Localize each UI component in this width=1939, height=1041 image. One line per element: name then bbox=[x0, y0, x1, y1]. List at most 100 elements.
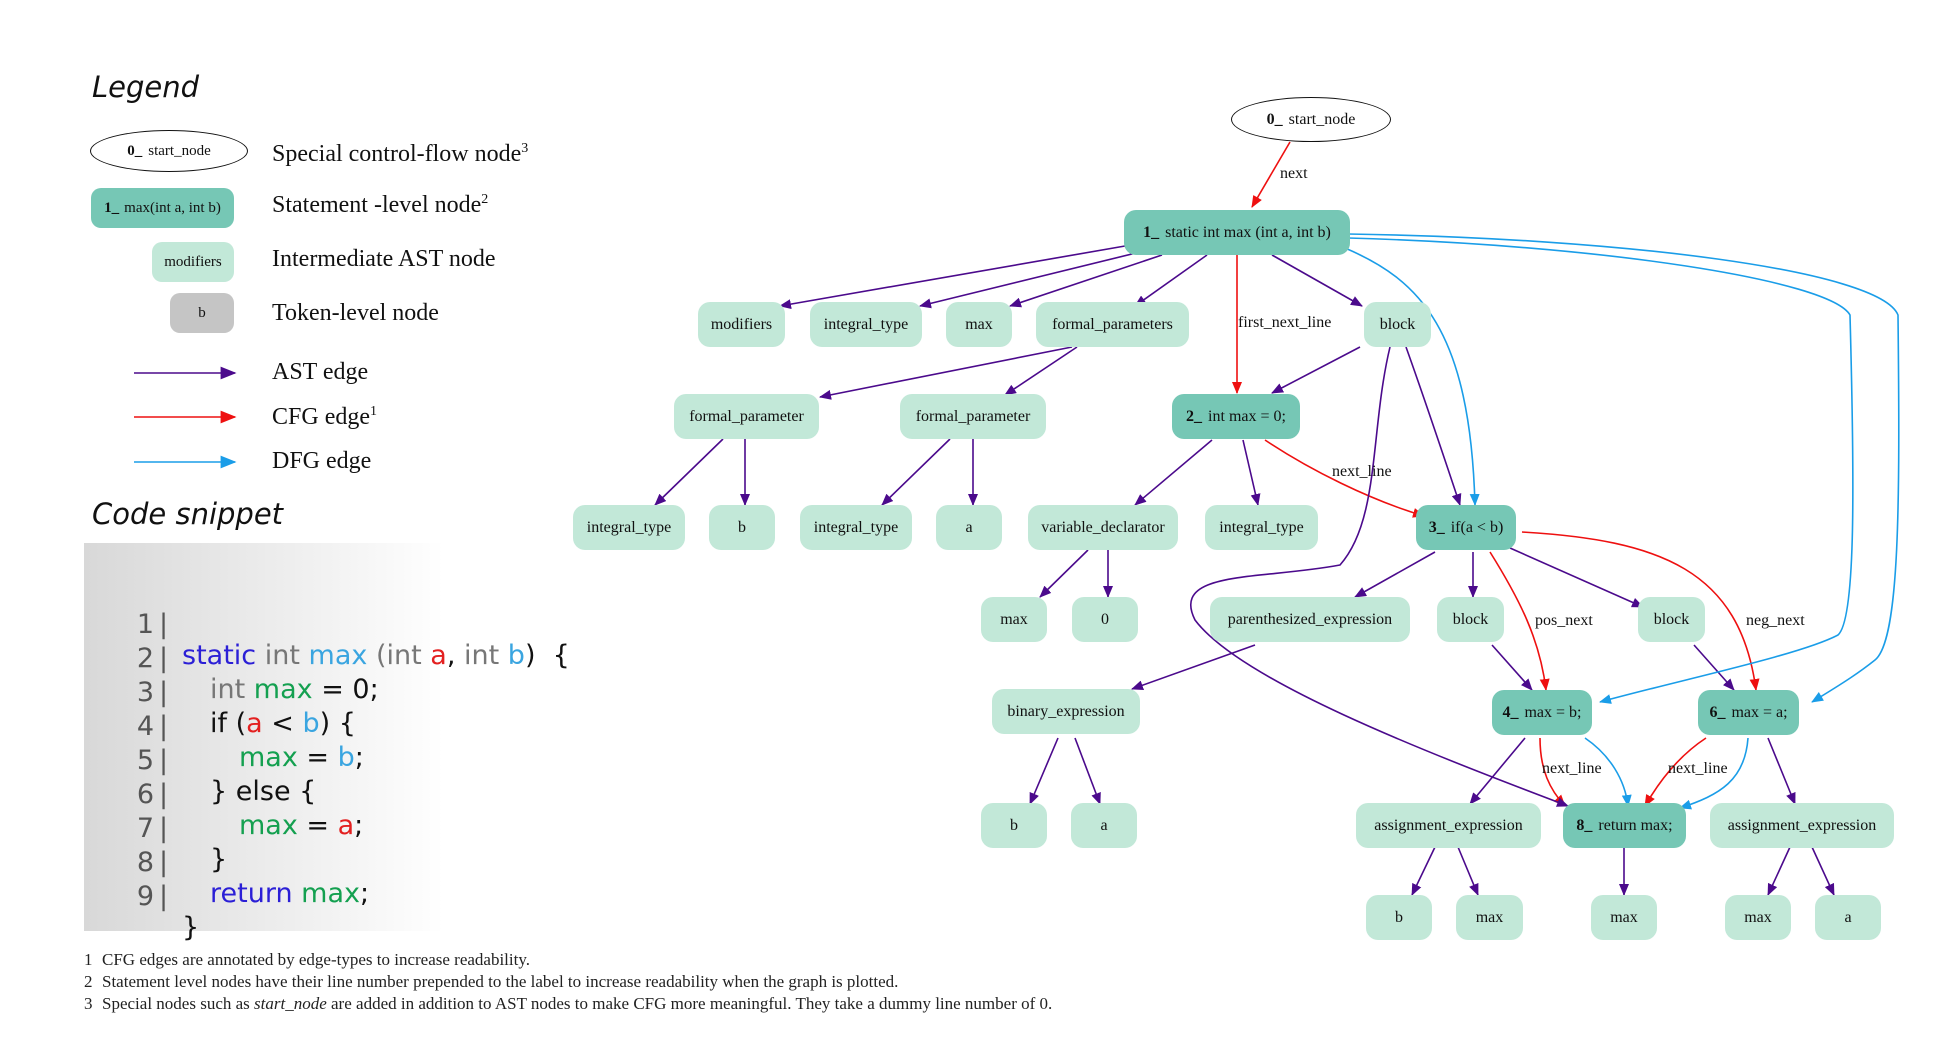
node-label: integral_type bbox=[586, 518, 672, 536]
node-label: assignment_expression bbox=[1727, 816, 1877, 834]
node-label: if(a < b) bbox=[1450, 518, 1504, 536]
legend-intermediate-node-text: modifiers bbox=[164, 253, 222, 270]
token-eq: = bbox=[297, 810, 338, 841]
legend-statement-node-label: Statement -level node2 bbox=[272, 192, 488, 219]
code-line-8: 8| return max; bbox=[84, 816, 369, 909]
ast-edge-2-to-integral-type bbox=[1242, 439, 1261, 506]
line-number: 4 bbox=[136, 711, 154, 742]
token-semicolon: ; bbox=[359, 878, 370, 909]
node-a-2: a bbox=[1071, 803, 1137, 848]
token-int: int bbox=[256, 640, 300, 671]
legend-statement-node-label-text: Statement -level node bbox=[272, 192, 482, 218]
ast-edge-assignment2-to-a bbox=[1811, 846, 1835, 896]
token-a: a bbox=[421, 640, 447, 671]
token-eq: = bbox=[297, 742, 338, 773]
node-label: assignment_expression bbox=[1374, 816, 1523, 834]
node-label: int max = 0; bbox=[1208, 407, 1286, 425]
token-return: return bbox=[210, 878, 293, 909]
node-label: static int max (int a, int b) bbox=[1165, 223, 1331, 241]
node-formal-parameter-2: formal_parameter bbox=[900, 394, 1046, 439]
footnote-text: CFG edges are annotated by edge-types to… bbox=[102, 950, 530, 969]
ast-edge-3-to-block3 bbox=[1509, 547, 1644, 608]
token-int: int bbox=[210, 674, 246, 705]
line-number: 9 bbox=[136, 881, 154, 912]
code-snippet-title: Code snippet bbox=[92, 497, 284, 531]
node-label: variable_declarator bbox=[1041, 518, 1165, 536]
node-label: max bbox=[1000, 610, 1028, 628]
node-label: b bbox=[738, 518, 746, 536]
node-parenthesized-expression: parenthesized_expression bbox=[1210, 597, 1410, 642]
legend-cfg-edge-label: CFG edge1 bbox=[272, 404, 377, 431]
node-label: modifiers bbox=[710, 315, 773, 333]
node-max-3: max bbox=[1456, 895, 1523, 940]
node-block-2: block bbox=[1437, 597, 1504, 642]
code-line-2: 2| int max = 0; bbox=[84, 612, 379, 705]
legend-token-node-label: Token-level node bbox=[272, 300, 439, 326]
node-label: integral_type bbox=[1219, 518, 1304, 536]
ast-edge-block-to-8 bbox=[1189, 346, 1569, 807]
code-line-3: 3| if (a < b) { bbox=[84, 646, 356, 739]
node-label: max bbox=[1475, 908, 1504, 926]
line-bar: | bbox=[159, 643, 169, 674]
edge-label-next-line: next_line bbox=[1332, 463, 1392, 480]
ast-edge-fp1-to-integral-type bbox=[654, 438, 724, 506]
footnote-num: 3 bbox=[84, 994, 93, 1013]
footnote-text: Statement level nodes have their line nu… bbox=[102, 972, 899, 991]
legend-ast-edge-label: AST edge bbox=[272, 359, 369, 385]
line-bar: | bbox=[159, 847, 169, 878]
line-bar: | bbox=[159, 881, 169, 912]
node-label: binary_expression bbox=[1007, 702, 1125, 720]
legend-footnote-ref-1: 1 bbox=[370, 404, 377, 419]
edge-label-pos-next: pos_next bbox=[1535, 612, 1593, 629]
line-number: 3 bbox=[136, 677, 154, 708]
edge-label-next-line-6-8: next_line bbox=[1668, 760, 1728, 777]
node-num: 8_ bbox=[1576, 816, 1593, 834]
line-bar: | bbox=[159, 745, 169, 776]
node-variable-declarator: variable_declarator bbox=[1028, 505, 1178, 550]
legend-special-node-text: start_node bbox=[148, 142, 211, 159]
node-a-3: a bbox=[1815, 895, 1881, 940]
node-b-2: b bbox=[981, 803, 1047, 848]
legend-title: Legend bbox=[92, 70, 200, 104]
node-label: return max; bbox=[1598, 816, 1673, 834]
ast-edge-1-to-max bbox=[1009, 254, 1163, 308]
node-label: integral_type bbox=[813, 518, 899, 536]
ast-edge-4-to-assignment-expression bbox=[1469, 737, 1526, 805]
dfg-edge-6-to-8 bbox=[1679, 737, 1749, 810]
node-label: 0 bbox=[1101, 610, 1109, 628]
token-comma: , bbox=[446, 640, 456, 671]
legend-special-node-num: 0_ bbox=[127, 142, 143, 159]
token-semicolon: ; bbox=[354, 742, 364, 773]
node-label: start_node bbox=[1288, 110, 1356, 128]
node-label: a bbox=[965, 518, 973, 536]
token-paren-int: (int bbox=[367, 640, 422, 671]
ast-edge-block-to-2 bbox=[1271, 346, 1361, 394]
ast-edge-binary-expression-to-a bbox=[1074, 737, 1101, 805]
node-a-1: a bbox=[936, 505, 1002, 550]
token-b: b bbox=[302, 708, 320, 739]
line-number: 7 bbox=[136, 813, 154, 844]
ast-edge-1-to-formal-parameters bbox=[1134, 254, 1208, 307]
code-line-7: 7| } bbox=[84, 782, 227, 875]
token-static: static bbox=[182, 640, 257, 671]
node-label: b bbox=[1395, 908, 1403, 926]
cfg-edge-3-to-6 bbox=[1521, 531, 1760, 691]
node-2-local-declaration: 2_int max = 0; bbox=[1172, 394, 1300, 439]
ast-edge-block2-to-4 bbox=[1491, 644, 1533, 691]
code-line-1: 1| static int max (int a, int b) { bbox=[84, 578, 570, 671]
ast-edge-assignment1-to-b bbox=[1411, 846, 1436, 896]
token-max: max bbox=[239, 742, 298, 773]
node-1-method-declaration: 1_static int max (int a, int b) bbox=[1124, 210, 1350, 255]
code-line-9: 9| } bbox=[84, 850, 199, 943]
node-label: a bbox=[1100, 816, 1108, 834]
code-line-4: 4| max = b; bbox=[84, 680, 364, 773]
node-label: max = a; bbox=[1731, 703, 1788, 721]
ast-edge-block-to-3 bbox=[1405, 346, 1462, 506]
node-label: max = b; bbox=[1524, 703, 1582, 721]
node-formal-parameter-1: formal_parameter bbox=[674, 394, 819, 439]
legend-footnote-ref-2: 2 bbox=[481, 192, 489, 207]
token-max: max bbox=[245, 674, 313, 705]
